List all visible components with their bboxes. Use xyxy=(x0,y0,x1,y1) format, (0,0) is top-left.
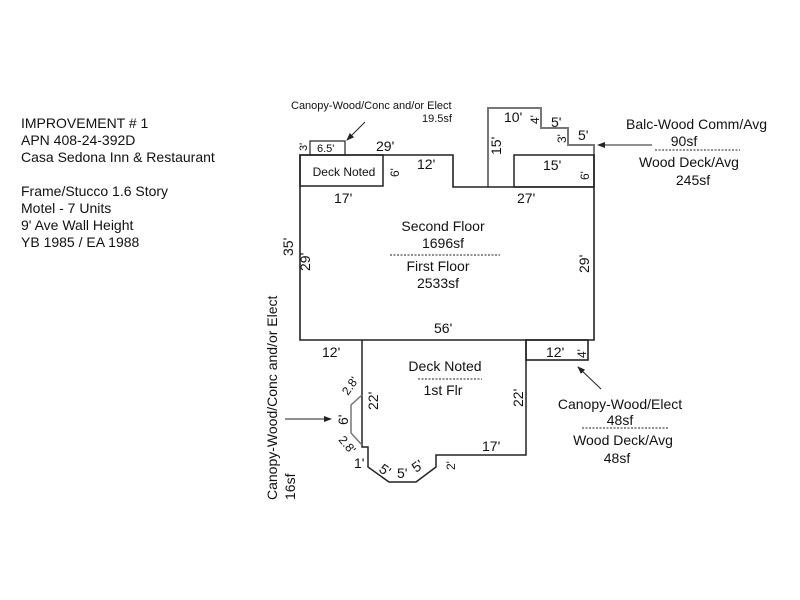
first-floor-area: 2533sf xyxy=(417,275,459,291)
lower-deck-label: Deck Noted xyxy=(408,358,481,374)
second-floor-area: 1696sf xyxy=(422,235,464,251)
right-canopy-callout: Canopy-Wood/Elect xyxy=(558,396,682,412)
dim-label: 1' xyxy=(354,455,364,471)
left-canopy-outline xyxy=(350,394,363,446)
dim-label: 6' xyxy=(578,171,592,180)
right-canopy-arrow xyxy=(577,366,602,390)
dim-label: 2.8' xyxy=(339,374,361,398)
top-deck-label: Deck Noted xyxy=(313,165,376,179)
dim-label: 4' xyxy=(575,349,589,358)
right-canopy-area: 48sf xyxy=(607,412,634,428)
year-built: YB 1985 / EA 1988 xyxy=(21,234,140,250)
right-deck-area: 48sf xyxy=(604,450,631,466)
dim-label: 35' xyxy=(280,238,296,256)
small-canopy-callout: Canopy-Wood/Conc and/or Elect xyxy=(291,100,452,112)
small-canopy-area: 19.5sf xyxy=(422,113,453,125)
dim-label: 10' xyxy=(504,109,522,125)
wall-height: 9' Ave Wall Height xyxy=(21,217,134,233)
dim-label: 5' xyxy=(376,460,394,479)
right-canopy-rect xyxy=(525,339,589,361)
balcony-callout: Balc-Wood Comm/Avg xyxy=(626,116,767,132)
dim-label: 3' xyxy=(555,134,569,143)
right-deck-callout: Wood Deck/Avg xyxy=(573,432,673,448)
dim-label: 17' xyxy=(334,190,352,206)
main-building-outline xyxy=(299,154,595,341)
dim-label: 5' xyxy=(551,114,561,130)
dim-label: 2' xyxy=(444,461,458,470)
first-floor-label: First Floor xyxy=(407,258,470,274)
dim-label: 4' xyxy=(528,115,542,124)
left-canopy-area: 16sf xyxy=(282,473,298,500)
dim-label: 29' xyxy=(297,253,313,271)
lower-deck-sub: 1st Flr xyxy=(424,382,463,398)
dim-label: 22' xyxy=(365,392,381,410)
small-canopy-height: 3' xyxy=(298,143,310,151)
construction-type: Frame/Stucco 1.6 Story xyxy=(21,183,169,199)
second-floor-label: Second Floor xyxy=(401,218,485,234)
small-canopy-width: 6.5' xyxy=(317,143,334,155)
dim-label: 17' xyxy=(482,438,500,454)
dim-label: 6' xyxy=(335,415,351,425)
dim-label: 2.8' xyxy=(336,433,359,457)
property-name: Casa Sedona Inn & Restaurant xyxy=(21,149,215,165)
wood-deck-callout: Wood Deck/Avg xyxy=(639,154,739,170)
apn: APN 408-24-392D xyxy=(21,132,136,148)
dim-label: 27' xyxy=(517,190,535,206)
dim-label: 15' xyxy=(488,137,504,155)
dim-label: 56' xyxy=(434,320,452,336)
dim-label: 12' xyxy=(322,344,340,360)
dim-label: 12' xyxy=(546,344,564,360)
dim-label: 15' xyxy=(543,157,561,173)
lower-deck-outline xyxy=(361,340,527,483)
left-canopy-callout: Canopy-Wood/Conc and/or Elect xyxy=(264,295,280,500)
balcony-area: 90sf xyxy=(671,133,698,149)
dim-label: 22' xyxy=(510,389,526,407)
use-units: Motel - 7 Units xyxy=(21,200,112,216)
dim-label: 29' xyxy=(576,255,592,273)
dim-label: 5' xyxy=(397,465,407,481)
dim-label: 5' xyxy=(578,127,588,143)
wood-deck-area: 245sf xyxy=(676,172,710,188)
small-canopy-rect xyxy=(309,140,346,156)
dim-label: 12' xyxy=(417,156,435,172)
property-info: IMPROVEMENT # 1 APN 408-24-392D Casa Sed… xyxy=(21,115,215,251)
dim-label: 5' xyxy=(409,456,427,475)
dim-label: 6' xyxy=(388,168,402,177)
balcony-outline xyxy=(487,107,595,187)
small-canopy-arrow xyxy=(346,121,366,141)
improvement-title: IMPROVEMENT # 1 xyxy=(21,115,149,131)
dim-label: 29' xyxy=(376,138,394,154)
